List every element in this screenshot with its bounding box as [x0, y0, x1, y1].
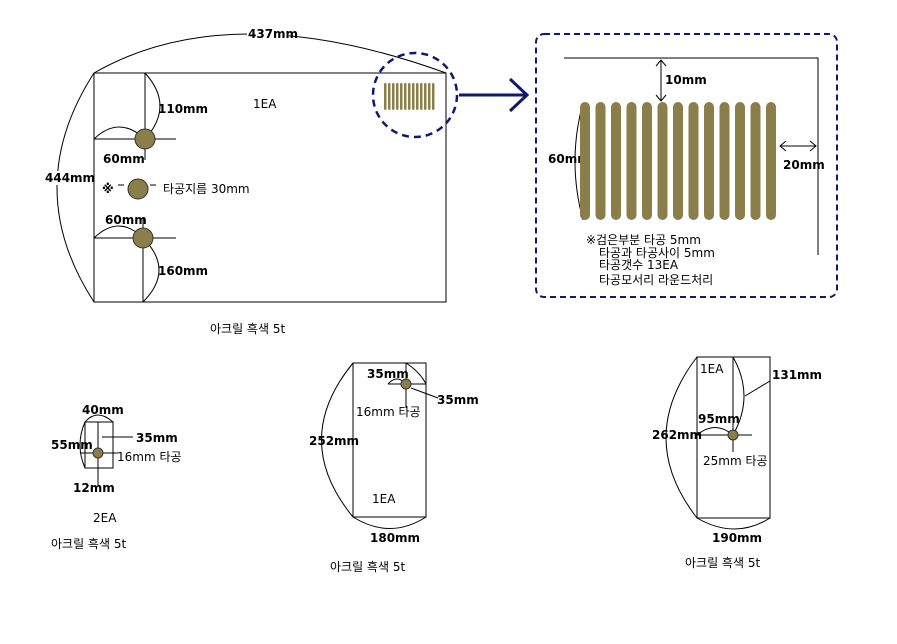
main-panel: 437mm 444mm 110mm 60mm ※ 타공지름 30mm 60mm …	[44, 27, 459, 336]
callout-arrow	[459, 77, 530, 113]
note-hole-diameter: 타공지름 30mm	[163, 182, 250, 196]
slot-hole	[595, 102, 606, 220]
part-right-hole	[727, 429, 739, 441]
material-label-right: 아크릴 흑색 5t	[685, 556, 760, 570]
slot-hole	[704, 102, 714, 220]
dim-label-180: 180mm	[370, 531, 420, 545]
quantity-mid: 1EA	[372, 492, 396, 506]
slot-hole	[580, 102, 590, 220]
dim-label-262: 262mm	[652, 428, 702, 442]
dim-label-60-detail: 60mm	[548, 152, 590, 166]
legend-hole	[127, 178, 149, 200]
part-small-outline	[84, 421, 114, 469]
quantity-label: 1EA	[253, 97, 277, 111]
detail-panel-edge	[564, 57, 819, 255]
slot-hole	[735, 102, 745, 220]
dim-label-95: 95mm	[698, 412, 740, 426]
dim-label-60-a: 60mm	[103, 152, 145, 166]
part-mid: 35mm 35mm 16mm 타공 252mm 1EA 180mm 아크릴 흑색…	[309, 362, 479, 574]
detail-slot-group	[580, 102, 776, 220]
hole-note-small: 16mm 타공	[117, 450, 182, 464]
dim-label-55: 55mm	[51, 438, 93, 452]
dim-label-35-mid-a: 35mm	[367, 367, 409, 381]
part-small: 40mm 55mm 35mm 16mm 타공 12mm 2EA 아크릴 흑색 5…	[51, 403, 182, 551]
slot-hole	[626, 102, 637, 220]
detail-note-2: 타공과 타공사이 5mm	[599, 246, 715, 260]
hole-note-mid: 16mm 타공	[356, 405, 421, 419]
dim-label-437: 437mm	[248, 27, 298, 41]
slot-hole	[408, 83, 411, 110]
dim-label-12: 12mm	[73, 481, 115, 495]
slot-hole	[416, 83, 419, 110]
dim-label-35-small: 35mm	[136, 431, 178, 445]
slot-group-thumbnail	[384, 83, 435, 110]
dim-label-131: 131mm	[772, 368, 822, 382]
detail-frame	[535, 33, 838, 298]
slot-hole	[428, 83, 431, 110]
slot-hole	[673, 102, 683, 220]
callout-circle	[371, 51, 459, 139]
material-label-main: 아크릴 흑색 5t	[210, 322, 285, 336]
slot-hole	[420, 83, 423, 110]
slot-hole	[642, 102, 652, 220]
slot-hole	[384, 83, 387, 110]
slot-hole	[611, 102, 621, 220]
slot-detail: 10mm 20mm 60mm ※검은부분 타공 5mm 타공과 타공사이 5mm…	[535, 33, 838, 298]
dim-label-110: 110mm	[158, 102, 208, 116]
quantity-small: 2EA	[93, 511, 117, 525]
part-mid-hole	[400, 378, 412, 390]
slot-hole	[688, 102, 699, 220]
dim-label-10: 10mm	[665, 73, 707, 87]
slot-hole	[400, 83, 403, 110]
dim-label-40: 40mm	[82, 403, 124, 417]
detail-note-1: ※검은부분 타공 5mm	[586, 233, 701, 247]
slot-hole	[392, 83, 395, 110]
dim-label-190: 190mm	[712, 531, 762, 545]
note-symbol: ※	[102, 182, 114, 196]
slot-hole	[396, 83, 399, 110]
slot-hole	[719, 102, 730, 220]
slot-hole	[766, 102, 776, 220]
slot-hole	[432, 83, 435, 110]
main-panel-outline	[93, 72, 447, 303]
dim-arc-left	[56, 72, 95, 303]
slot-hole	[657, 102, 668, 220]
hole-note-right: 25mm 타공	[703, 454, 768, 468]
dim-label-160: 160mm	[158, 264, 208, 278]
slot-hole	[404, 83, 407, 110]
detail-note-3: 타공갯수 13EA	[599, 258, 679, 272]
dim-label-252: 252mm	[309, 434, 359, 448]
mount-hole-2	[132, 227, 154, 249]
detail-note-4: 타공모서리 라운드처리	[599, 273, 713, 287]
slot-hole	[412, 83, 415, 110]
material-label-mid: 아크릴 흑색 5t	[330, 560, 405, 574]
part-small-hole	[92, 447, 104, 459]
slot-hole	[388, 83, 391, 110]
quantity-right: 1EA	[700, 362, 724, 376]
part-mid-outline	[352, 362, 427, 518]
mount-hole-1	[134, 128, 156, 150]
dim-label-60-b: 60mm	[105, 213, 147, 227]
dim-label-35-mid-b: 35mm	[437, 393, 479, 407]
slot-hole	[750, 102, 761, 220]
part-right: 1EA 131mm 95mm 262mm 25mm 타공 190mm 아크릴 흑…	[652, 356, 822, 570]
material-label-small: 아크릴 흑색 5t	[51, 537, 126, 551]
slot-hole	[424, 83, 427, 110]
dim-label-444: 444mm	[45, 171, 95, 185]
dim-label-20: 20mm	[783, 158, 825, 172]
